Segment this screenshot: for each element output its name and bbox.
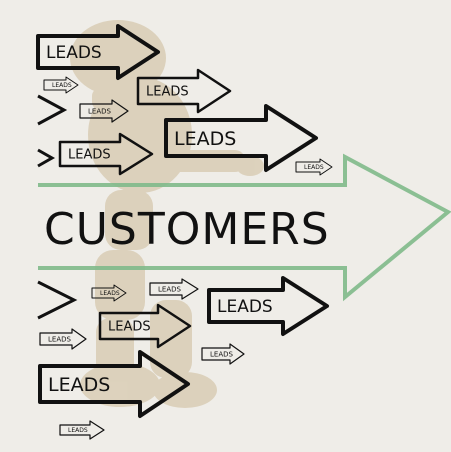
leads-arrow-label: LEADS (88, 108, 112, 116)
leads-arrow-label: LEADS (68, 427, 88, 434)
leads-arrow-outline (149, 278, 199, 300)
leads-arrow-outline (36, 24, 160, 80)
leads-arrow-outline (59, 420, 105, 440)
leads-arrow-label: LEADS (304, 164, 324, 171)
leads-arrow-label: LEADS (108, 320, 151, 335)
leads-arrow: LEADS (43, 76, 79, 94)
leads-arrow-outline (43, 76, 79, 94)
leads-arrow-label: LEADS (217, 297, 273, 317)
leads-arrow: LEADS (58, 132, 154, 176)
leads-arrow-label: LEADS (52, 82, 72, 89)
leads-arrow-outline (58, 132, 154, 176)
leads-arrow: LEADS (39, 328, 87, 350)
leads-arrow-label: LEADS (100, 290, 120, 297)
robot-figure (70, 20, 264, 408)
leads-arrow: LEADS (164, 104, 318, 172)
leads-arrow-outline (98, 303, 192, 349)
leads-arrow-outline (295, 158, 333, 176)
leads-arrow: LEADS (38, 350, 190, 418)
leads-arrow-label: LEADS (48, 336, 72, 344)
leads-arrow-label: LEADS (158, 286, 182, 294)
leads-arrow: LEADS (79, 99, 129, 123)
leads-arrow: LEADS (149, 278, 199, 300)
leads-arrow: LEADS (91, 284, 127, 302)
leads-arrow-outline (38, 350, 190, 418)
chevron-fragment-icon (37, 94, 68, 126)
leads-arrow: LEADS (207, 276, 329, 336)
leads-arrow-label: LEADS (68, 148, 111, 163)
leads-arrow-outline (207, 276, 329, 336)
leads-arrow: LEADS (36, 24, 160, 80)
leads-arrow: LEADS (295, 158, 333, 176)
leads-arrow: LEADS (136, 68, 232, 114)
chevron-fragment-icon (37, 280, 78, 320)
leads-arrow: LEADS (201, 343, 245, 365)
leads-arrow-label: LEADS (146, 85, 189, 100)
leads-arrow: LEADS (59, 420, 105, 440)
leads-arrow-outline (136, 68, 232, 114)
leads-arrow-outline (201, 343, 245, 365)
leads-arrow-outline (164, 104, 318, 172)
leads-arrow-label: LEADS (46, 43, 102, 63)
leads-arrow-label: LEADS (210, 351, 234, 359)
headline-customers: CUSTOMERS (44, 204, 330, 255)
leads-arrow-label: LEADS (48, 374, 110, 396)
leads-arrow-outline (39, 328, 87, 350)
chevron-fragment-icon (37, 148, 56, 168)
funnel-arrow (38, 153, 451, 302)
leads-arrow-outline (91, 284, 127, 302)
leads-arrow-outline (79, 99, 129, 123)
leads-arrow-label: LEADS (174, 128, 236, 150)
leads-arrow: LEADS (98, 303, 192, 349)
